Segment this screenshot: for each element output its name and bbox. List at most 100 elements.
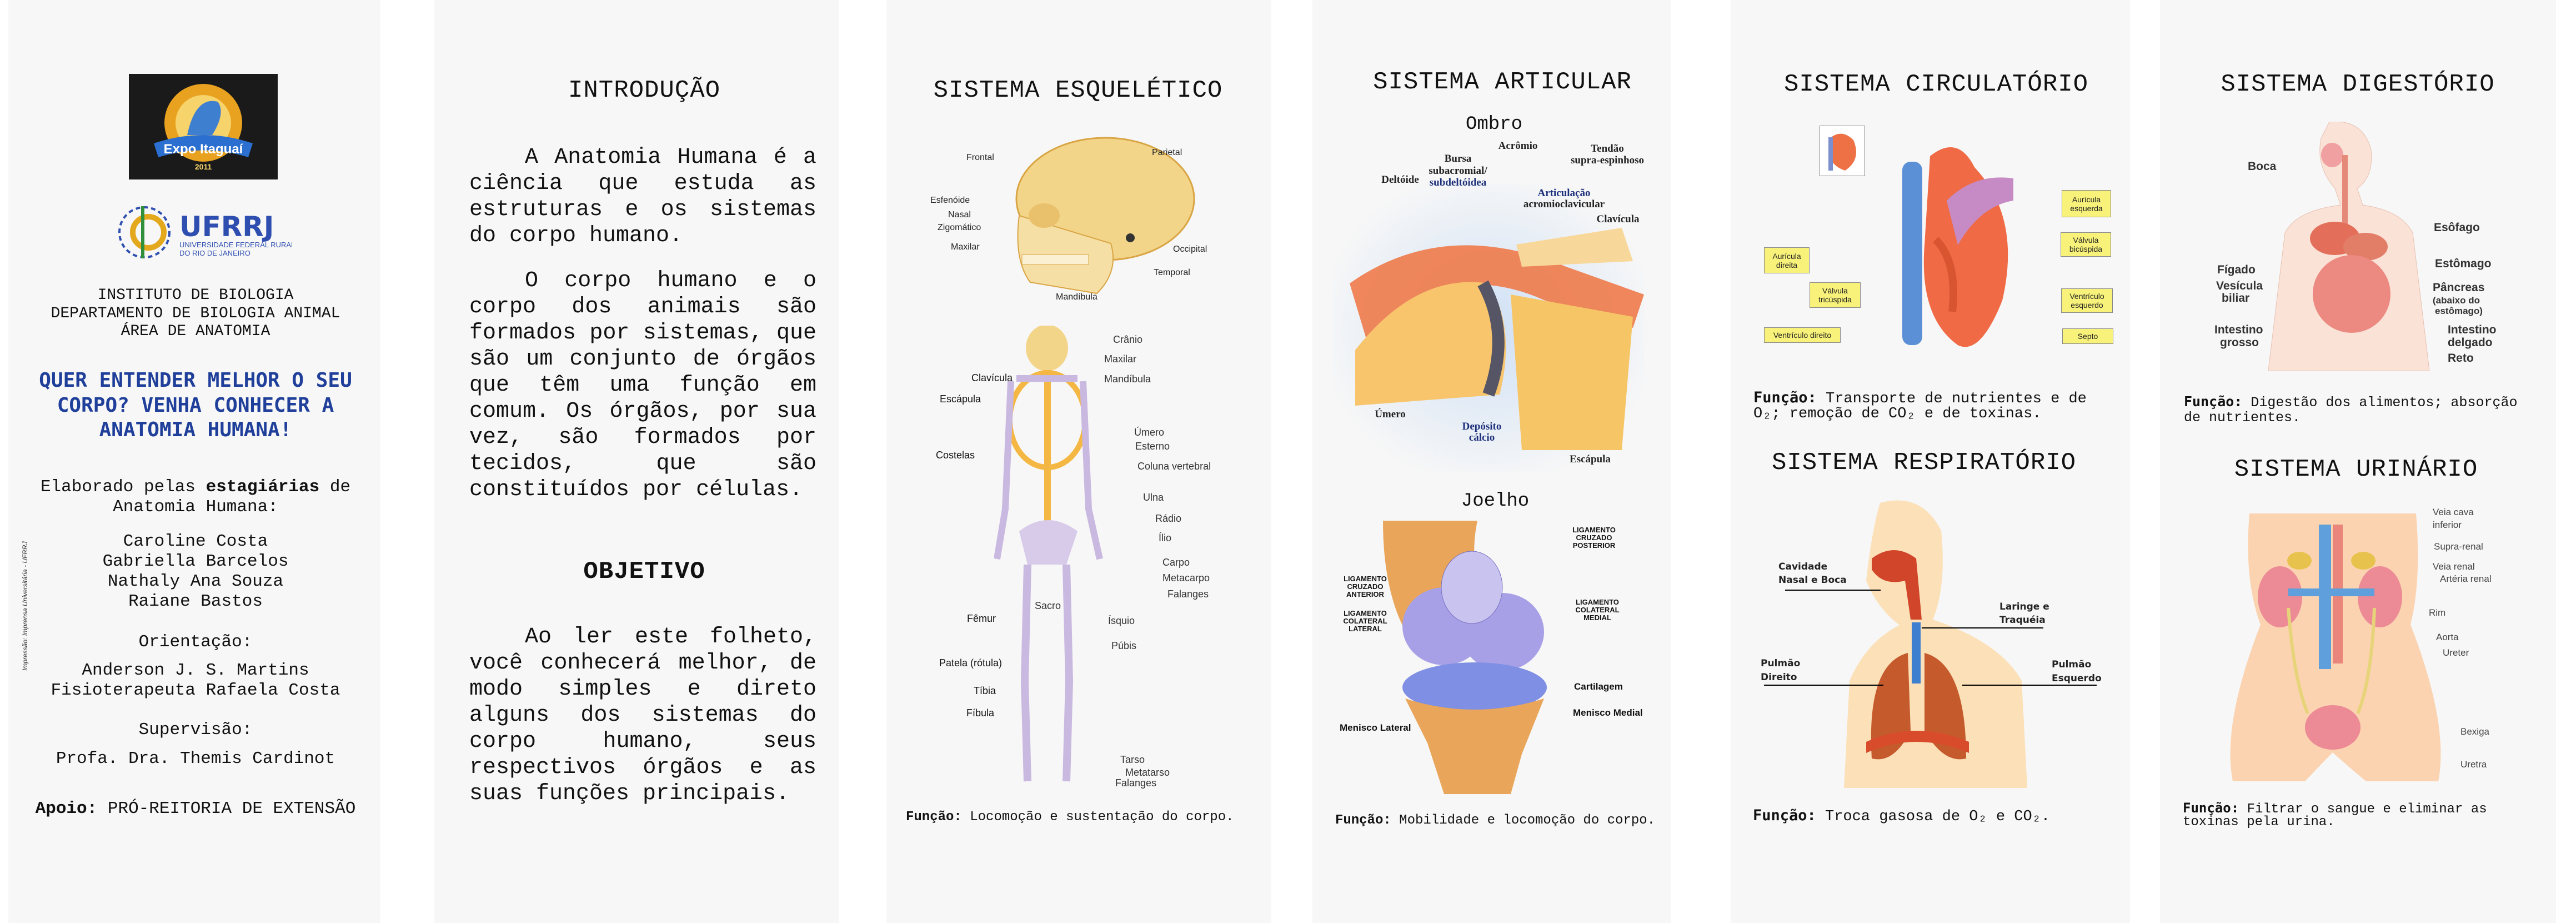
function-label: Função: bbox=[2183, 800, 2239, 816]
prepared-by: Elaborado pelas estagiárias de bbox=[41, 477, 350, 497]
introduction-title: INTRODUÇÃO bbox=[568, 77, 721, 104]
respiratory-label: Laringe e bbox=[1999, 601, 2049, 612]
digestive-function: Função: Digestão dos alimentos; absorção bbox=[2184, 393, 2517, 411]
text-line: são um conjunto de órgãos bbox=[469, 347, 816, 372]
text-line: vez, são formados por bbox=[469, 425, 816, 450]
text-line: O corpo humano e o bbox=[525, 268, 816, 293]
function-text: Troca gasosa de O₂ e CO₂. bbox=[1825, 809, 2051, 825]
skeleton-label: Mandíbula bbox=[1104, 373, 1151, 385]
shoulder-title: Ombro bbox=[1465, 114, 1523, 135]
skeleton-label: Falanges bbox=[1115, 777, 1157, 789]
function-label: Função: bbox=[1753, 807, 1816, 824]
respiratory-label: Pulmão bbox=[1761, 658, 1801, 669]
digestive-label: delgado bbox=[2448, 336, 2493, 349]
supervision-label: Supervisão: bbox=[138, 720, 253, 740]
institute-line: INSTITUTO DE BIOLOGIA bbox=[97, 287, 294, 304]
function-label: Função: bbox=[1753, 389, 1817, 406]
shoulder-label: Acrômio bbox=[1498, 140, 1538, 152]
knee-label: LIGAMENTO CRUZADO ANTERIOR bbox=[1344, 575, 1387, 598]
function-text: Filtrar o sangue e eliminar as bbox=[2247, 802, 2487, 817]
digestive-label: Boca bbox=[2248, 160, 2277, 173]
function-text: Locomoção e sustentação do corpo. bbox=[970, 810, 1234, 825]
knee-label: LIGAMENTO COLATERAL MEDIAL bbox=[1575, 598, 1620, 622]
knee-label: LIGAMENTO CRUZADO POSTERIOR bbox=[1572, 526, 1616, 550]
text-line: suas funções principais. bbox=[469, 781, 790, 806]
shoulder-label: subdeltóidea bbox=[1429, 177, 1487, 188]
svg-text:Expo Itaguaí: Expo Itaguaí bbox=[164, 142, 244, 157]
knee-label: Cartilagem bbox=[1574, 681, 1623, 692]
shoulder-label: Clavícula bbox=[1596, 213, 1640, 225]
svg-text:UFRRJ: UFRRJ bbox=[179, 211, 274, 243]
respiratory-label: Pulmão bbox=[2052, 659, 2092, 670]
text-line: estruturas e os sistemas bbox=[469, 197, 816, 222]
skeletal-title: SISTEMA ESQUELÉTICO bbox=[933, 77, 1223, 104]
skeleton-illustration bbox=[994, 325, 1139, 791]
svg-text:UNIVERSIDADE FEDERAL RURAL: UNIVERSIDADE FEDERAL RURAL bbox=[179, 241, 292, 249]
respiratory-label: Cavidade bbox=[1778, 561, 1828, 572]
skull-label: Occipital bbox=[1173, 245, 1207, 254]
urinary-label: Aorta bbox=[2436, 632, 2459, 642]
digestive-title: SISTEMA DIGESTÓRIO bbox=[2221, 71, 2495, 98]
digestive-label: Pâncreas bbox=[2433, 281, 2485, 294]
urinary-label: Supra-renal bbox=[2434, 541, 2483, 552]
respiratory-function: Função: Troca gasosa de O₂ e CO₂. bbox=[1753, 807, 2050, 825]
skeleton-label: Falanges bbox=[1167, 588, 1209, 600]
text-line: Ao ler este folheto, bbox=[525, 625, 816, 650]
knee-label: Menisco Medial bbox=[1573, 707, 1643, 718]
digestive-label: estômago) bbox=[2435, 306, 2483, 316]
ufrrj-logo: UFRRJ UNIVERSIDADE FEDERAL RURAL DO RIO … bbox=[114, 202, 295, 263]
circulatory-function: Função: Transporte de nutrientes e de bbox=[1753, 389, 2087, 407]
text-line: do corpo humano. bbox=[469, 223, 683, 248]
author-name: Raiane Bastos bbox=[128, 592, 263, 611]
guidance-label: Orientação: bbox=[138, 632, 253, 652]
support-line: Apoio: PRÓ-REITORIA DE EXTENSÃO bbox=[36, 799, 356, 819]
respiratory-label: Traquéia bbox=[1999, 615, 2046, 626]
respiratory-label: Nasal e Boca bbox=[1778, 575, 1847, 586]
urinary-label: Veia renal bbox=[2433, 561, 2475, 572]
shoulder-label: acromioclavicular bbox=[1523, 198, 1605, 210]
digestive-function-line2: de nutrientes. bbox=[2184, 410, 2301, 426]
digestive-label: Estômago bbox=[2435, 257, 2492, 270]
skull-label: Temporal bbox=[1154, 268, 1190, 277]
skeleton-label: Ulna bbox=[1143, 492, 1164, 503]
skull-label: Maxilar bbox=[951, 242, 980, 252]
area-line: ÁREA DE ANATOMIA bbox=[121, 323, 270, 340]
urinary-label: Uretra bbox=[2460, 759, 2487, 770]
prepared-by-prefix: Elaborado pelas bbox=[40, 477, 196, 497]
prepared-by-bold: estagiárias bbox=[206, 477, 320, 497]
skeleton-label: Fêmur bbox=[967, 613, 996, 624]
digestive-label: Intestino bbox=[2448, 323, 2497, 336]
respiratory-illustration bbox=[1755, 497, 2105, 788]
author-name: Gabriella Barcelos bbox=[102, 552, 289, 571]
skeleton-label: Púbis bbox=[1111, 640, 1137, 651]
skeleton-label: Ílio bbox=[1159, 532, 1172, 543]
skeleton-label: Carpo bbox=[1162, 557, 1190, 568]
function-text: Transporte de nutrientes e de bbox=[1826, 391, 2087, 407]
text-line: formados por sistemas, que bbox=[469, 321, 816, 346]
headline-line: QUER ENTENDER MELHOR O SEU bbox=[39, 369, 352, 392]
shoulder-label: Bursa bbox=[1444, 153, 1472, 164]
urinary-label: Artéria renal bbox=[2440, 573, 2492, 584]
articular-title: SISTEMA ARTICULAR bbox=[1373, 68, 1632, 96]
skull-label: Nasal bbox=[948, 210, 971, 219]
skeleton-label: Escápula bbox=[940, 393, 981, 405]
intro-paragraph-1: A Anatomia Humana é a ciência que estuda… bbox=[469, 144, 816, 249]
heart-label-box: Aurícula esquerda bbox=[2062, 190, 2111, 217]
shoulder-illustration bbox=[1333, 183, 1644, 472]
guidance-name: Anderson J. S. Martins bbox=[82, 661, 309, 680]
skeleton-label: Costelas bbox=[936, 450, 975, 461]
heart-label-box: Ventrículo esquerdo bbox=[2061, 288, 2113, 313]
department-line: DEPARTAMENTO DE BIOLOGIA ANIMAL bbox=[51, 305, 340, 322]
svg-text:2011: 2011 bbox=[195, 162, 212, 171]
digestive-label: biliar bbox=[2222, 292, 2250, 305]
text-line: comum. Os órgãos, por sua bbox=[469, 399, 816, 424]
panel-introduction bbox=[434, 0, 839, 923]
circulatory-title: SISTEMA CIRCULATÓRIO bbox=[1783, 71, 2089, 98]
digestive-label: Esôfago bbox=[2434, 221, 2480, 234]
text-line: tecidos, que são bbox=[469, 451, 816, 476]
skeleton-label: Clavícula bbox=[971, 372, 1013, 383]
text-line: A Anatomia Humana é a bbox=[525, 145, 816, 170]
heart-label-box: Septo bbox=[2062, 328, 2113, 344]
function-text: Mobilidade e locomoção do corpo. bbox=[1399, 813, 1656, 828]
